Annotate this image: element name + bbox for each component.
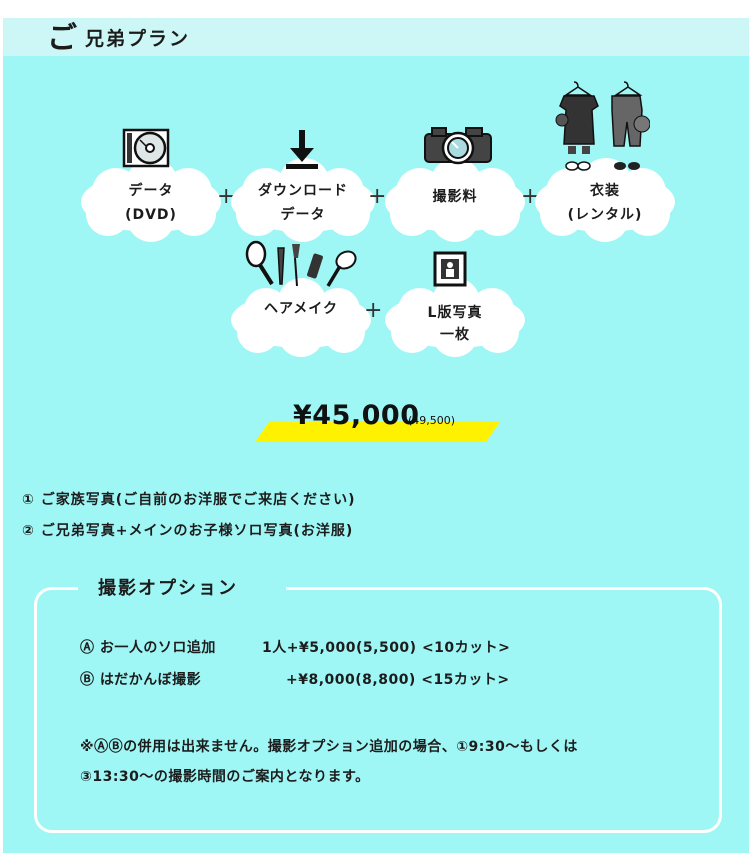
download-arrow-icon — [286, 130, 318, 169]
item-cloud-photo: L版写真 一枚 — [382, 278, 528, 358]
item-label-download-1: ダウンロード — [258, 183, 348, 199]
item-label-download-2: データ — [280, 207, 326, 223]
header-go-char: ご — [47, 21, 77, 56]
option-item-b: Ⓑ はだかんぼ撮影 +¥8,000(8,800) <15カット> — [80, 669, 509, 689]
plan-header: ご 兄弟プラン — [3, 18, 749, 56]
price-amount: ¥45,000 — [293, 400, 420, 431]
camera-icon — [424, 127, 492, 165]
item-cloud-data: データ (DVD) — [78, 158, 224, 242]
price-block: ¥45,000 (49,500) — [255, 400, 500, 446]
plus-sign-3: + — [521, 184, 540, 209]
option-a-price: 1人+¥5,000(5,500) <10カット> — [262, 640, 511, 656]
option-item-a: Ⓐ お一人のソロ追加 1人+¥5,000(5,500) <10カット> — [80, 637, 510, 657]
plus-sign-1: + — [217, 184, 236, 209]
makeup-tools-icon — [245, 240, 357, 287]
item-cloud-hairmake: ヘアメイク — [228, 278, 374, 358]
options-title-bg — [78, 572, 286, 602]
item-label-costume-2: (レンタル) — [567, 207, 643, 223]
item-label-hairmake: ヘアメイク — [263, 301, 339, 317]
price-tax-included: (49,500) — [408, 414, 456, 427]
options-box — [34, 587, 722, 833]
option-b-label: Ⓑ はだかんぼ撮影 — [80, 672, 202, 688]
item-label-photo-2: 一枚 — [440, 327, 470, 343]
item-label-data-2: (DVD) — [125, 207, 177, 223]
dvd-disc-icon — [122, 128, 170, 168]
options-remark-1: ※ⒶⒷの併用は出来ません。撮影オプション追加の場合、①9:30〜もしくは — [80, 739, 578, 755]
note-line-2: ② ご兄弟写真+メインのお子様ソロ写真(お洋服) — [22, 523, 354, 539]
item-cloud-costume: 衣装 (レンタル) — [532, 158, 678, 242]
page-title: 兄弟プラン — [85, 28, 191, 50]
item-label-data-1: データ — [128, 183, 174, 199]
options-title: 撮影オプション — [98, 578, 238, 599]
plus-sign-4: + — [364, 298, 383, 323]
item-label-shoot: 撮影料 — [432, 189, 478, 205]
plus-sign-2: + — [368, 184, 387, 209]
costume-hanger-icon — [555, 81, 650, 171]
photo-print-icon — [433, 251, 467, 287]
options-remark-2: ③13:30〜の撮影時間のご案内となります。 — [80, 769, 370, 785]
item-label-photo-1: L版写真 — [427, 305, 483, 321]
item-label-costume-1: 衣装 — [590, 183, 620, 199]
note-line-1: ① ご家族写真(ご自前のお洋服でご来店ください) — [22, 492, 356, 508]
item-cloud-shoot: 撮影料 — [382, 158, 528, 242]
item-cloud-download: ダウンロード データ — [228, 158, 378, 242]
option-a-label: Ⓐ お一人のソロ追加 — [80, 640, 216, 656]
option-b-price: +¥8,000(8,800) <15カット> — [286, 672, 510, 688]
